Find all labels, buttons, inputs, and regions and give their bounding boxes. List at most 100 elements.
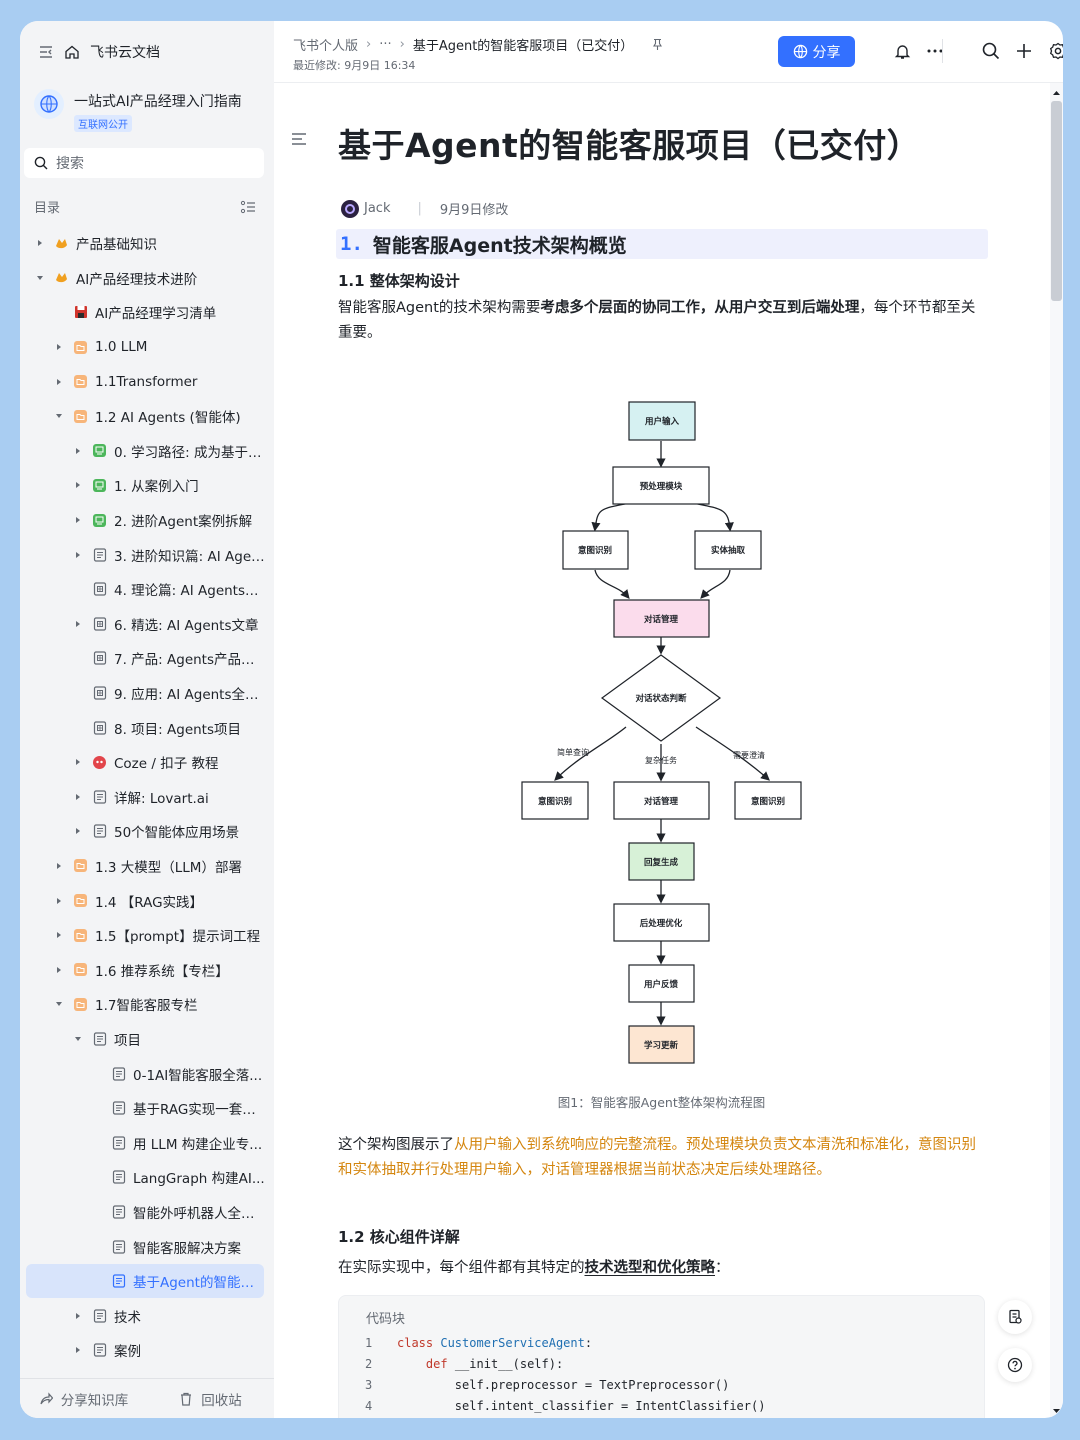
scrollbar-thumb[interactable] <box>1051 101 1062 301</box>
outline-icon[interactable] <box>291 131 307 150</box>
sidebar-item[interactable]: 1.1Transformer <box>20 364 274 399</box>
search-icon[interactable] <box>981 41 1001 61</box>
chevron-down-icon[interactable] <box>72 1033 84 1045</box>
sidebar-item[interactable]: 1.5【prompt】提示词工程 <box>20 918 274 953</box>
chevron-down-icon[interactable] <box>53 410 65 422</box>
chevron-right-icon[interactable] <box>72 549 84 561</box>
chevron-right-icon[interactable] <box>72 825 84 837</box>
grid-doc-icon <box>92 616 107 631</box>
heading-2-overall: 1.1 整体架构设计 <box>338 272 460 290</box>
doc-header: 飞书个人版 › ··· › 基于Agent的智能客服项目（已交付） 最近修改: … <box>274 21 1063 83</box>
sidebar-item[interactable]: 智能客服解决方案 <box>20 1229 274 1264</box>
doc-title[interactable]: 基于Agent的智能客服项目（已交付） <box>338 126 921 165</box>
sidebar-item[interactable]: LangGraph 构建AI... <box>20 1160 274 1195</box>
sidebar-item[interactable]: 0. 学习路径: 成为基于A... <box>20 434 274 469</box>
bell-icon[interactable] <box>892 41 912 61</box>
gear-icon[interactable] <box>1048 41 1063 61</box>
sidebar-item[interactable]: 2. 进阶Agent案例拆解 <box>20 503 274 538</box>
chevron-right-icon[interactable] <box>72 791 84 803</box>
chevron-right-icon[interactable] <box>53 376 65 388</box>
breadcrumb-current[interactable]: 基于Agent的智能客服项目（已交付） <box>412 39 634 54</box>
sidebar-item[interactable]: 0-1AI智能客服全落... <box>20 1056 274 1091</box>
grid-doc-icon <box>92 582 107 597</box>
chevron-right-icon[interactable] <box>34 237 46 249</box>
search-input[interactable]: 搜索 <box>24 148 264 178</box>
sidebar-item[interactable]: 4. 理论篇: AI Agents理... <box>20 572 274 607</box>
scrollbar[interactable] <box>1050 83 1063 1418</box>
breadcrumb-root[interactable]: 飞书个人版 <box>293 39 359 54</box>
chevron-right-icon[interactable] <box>53 341 65 353</box>
sidebar-item[interactable]: 基于Agent的智能客... <box>26 1263 264 1299</box>
more-icon[interactable] <box>925 41 945 61</box>
knowledge-base-header[interactable]: 一站式AI产品经理入门指南 互联网公开 <box>34 89 242 132</box>
sidebar-item[interactable]: 1.0 LLM <box>20 330 274 365</box>
chevron-down-icon[interactable] <box>34 272 46 284</box>
chevron-right-icon[interactable] <box>72 514 84 526</box>
sidebar-item[interactable]: 1.3 大模型（LLM）部署 <box>20 849 274 884</box>
chevron-down-icon[interactable] <box>53 998 65 1010</box>
sidebar-item[interactable]: 6. 精选: AI Agents文章 <box>20 607 274 642</box>
chevron-right-icon[interactable] <box>53 895 65 907</box>
sidebar-item[interactable]: 项目 <box>20 1022 274 1057</box>
scroll-down-icon[interactable] <box>1050 1406 1063 1416</box>
figure-caption: 图1：智能客服Agent整体架构流程图 <box>557 1095 766 1110</box>
sidebar-item[interactable]: Coze / 扣子 教程 <box>20 745 274 780</box>
sidebar-item[interactable]: 7. 产品: Agents产品分析 <box>20 641 274 676</box>
sidebar-item[interactable]: 50个智能体应用场景 <box>20 814 274 849</box>
sidebar-item-label: 1.4 【RAG实践】 <box>95 894 204 911</box>
sidebar-item[interactable]: AI产品经理学习清单 <box>20 295 274 330</box>
sidebar-item[interactable]: 1.6 推荐系统【专栏】 <box>20 952 274 987</box>
sidebar-item[interactable]: 详解: Lovart.ai <box>20 780 274 815</box>
board-icon <box>92 513 107 528</box>
sidebar-item[interactable]: 1.7智能客服专栏 <box>20 987 274 1022</box>
home-icon[interactable] <box>64 44 80 60</box>
collapse-sidebar-icon[interactable] <box>38 44 54 60</box>
sidebar-item[interactable]: 9. 应用: AI Agents全景图 <box>20 676 274 711</box>
scroll-up-icon[interactable] <box>1050 88 1063 98</box>
sidebar-item[interactable]: 1.4 【RAG实践】 <box>20 883 274 918</box>
toc-list-icon[interactable] <box>240 199 256 215</box>
author-name[interactable]: Jack <box>364 201 391 216</box>
help-icon <box>1007 1357 1023 1373</box>
sidebar-item[interactable]: 基于RAG实现一套企... <box>20 1091 274 1126</box>
chevron-right-icon[interactable] <box>72 1344 84 1356</box>
sidebar-item[interactable]: 产品基础知识 <box>20 226 274 261</box>
chevron-right-icon[interactable] <box>72 1310 84 1322</box>
help-button[interactable] <box>998 1348 1032 1382</box>
pin-icon[interactable] <box>651 38 664 51</box>
node-dialog-manager-label: 对话管理 <box>644 614 679 624</box>
chevron-right-icon[interactable] <box>53 964 65 976</box>
app-name[interactable]: 飞书云文档 <box>90 45 160 61</box>
node-response-gen-label: 回复生成 <box>644 857 679 867</box>
sidebar-item[interactable]: 8. 项目: Agents项目 <box>20 710 274 745</box>
chevron-right-icon[interactable] <box>72 445 84 457</box>
chevron-right-icon[interactable] <box>53 860 65 872</box>
plus-icon[interactable] <box>1014 41 1034 61</box>
trash-button[interactable]: 回收站 <box>147 1389 274 1409</box>
comment-doc-button[interactable] <box>998 1300 1032 1334</box>
sidebar-item[interactable]: 1.2 AI Agents (智能体) <box>20 399 274 434</box>
avatar[interactable] <box>341 199 359 218</box>
sidebar-item[interactable]: 智能外呼机器人全链... <box>20 1195 274 1230</box>
sidebar-item[interactable]: AI产品经理技术进阶 <box>20 261 274 296</box>
trash-label: 回收站 <box>201 1392 242 1409</box>
chevron-right-icon[interactable] <box>53 929 65 941</box>
node-intent-2 <box>521 781 589 820</box>
heading-2-components: 1.2 核心组件详解 <box>338 1228 460 1246</box>
chevron-right-icon[interactable] <box>72 618 84 630</box>
breadcrumb-more[interactable]: ··· <box>379 37 392 52</box>
doc-comment-icon <box>1009 1309 1022 1324</box>
sidebar-item[interactable]: 3. 进阶知识篇: AI Agen... <box>20 537 274 572</box>
share-knowledge-base-button[interactable]: 分享知识库 <box>20 1389 147 1409</box>
code-line: 2 def __init__(self): <box>365 1357 765 1378</box>
share-button[interactable]: 分享 <box>778 36 855 67</box>
sidebar-item[interactable]: 技术 <box>20 1298 274 1333</box>
sidebar-item[interactable]: 案例 <box>20 1333 274 1368</box>
chevron-right-icon[interactable] <box>72 479 84 491</box>
node-state-decision-label: 对话状态判断 <box>635 693 687 703</box>
chevron-right-icon[interactable] <box>72 756 84 768</box>
sidebar-item[interactable]: 1. 从案例入门 <box>20 468 274 503</box>
code-line: 4 self.intent_classifier = IntentClassif… <box>365 1399 765 1418</box>
sidebar-item[interactable]: 用 LLM 构建企业专... <box>20 1125 274 1160</box>
